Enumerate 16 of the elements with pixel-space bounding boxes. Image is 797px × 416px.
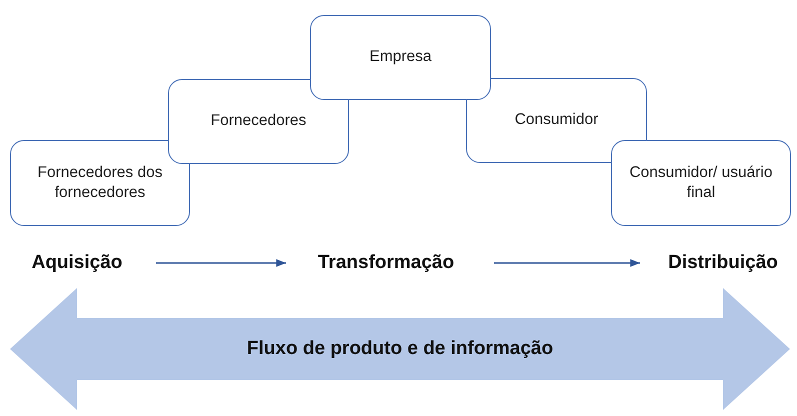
box-label: Consumidor — [514, 110, 598, 130]
arrow — [494, 259, 640, 267]
band-label: Fluxo de produto e de informação — [246, 338, 554, 360]
rounded-box — [466, 78, 647, 163]
arrow — [156, 259, 286, 267]
rounded-box — [611, 140, 791, 226]
box-label: Fornecedores dos fornecedores — [36, 162, 164, 203]
stage-label: Distribuição — [668, 252, 778, 274]
rounded-box — [168, 79, 349, 164]
stage-label: Aquisição — [32, 252, 122, 274]
rounded-box — [10, 140, 190, 226]
box-label: Empresa — [369, 47, 432, 68]
box-label: Fornecedores — [210, 111, 306, 132]
box-label: Consumidor/ usuário final — [628, 162, 774, 203]
rounded-box — [310, 15, 491, 100]
stage-label: Transformação — [318, 252, 454, 274]
